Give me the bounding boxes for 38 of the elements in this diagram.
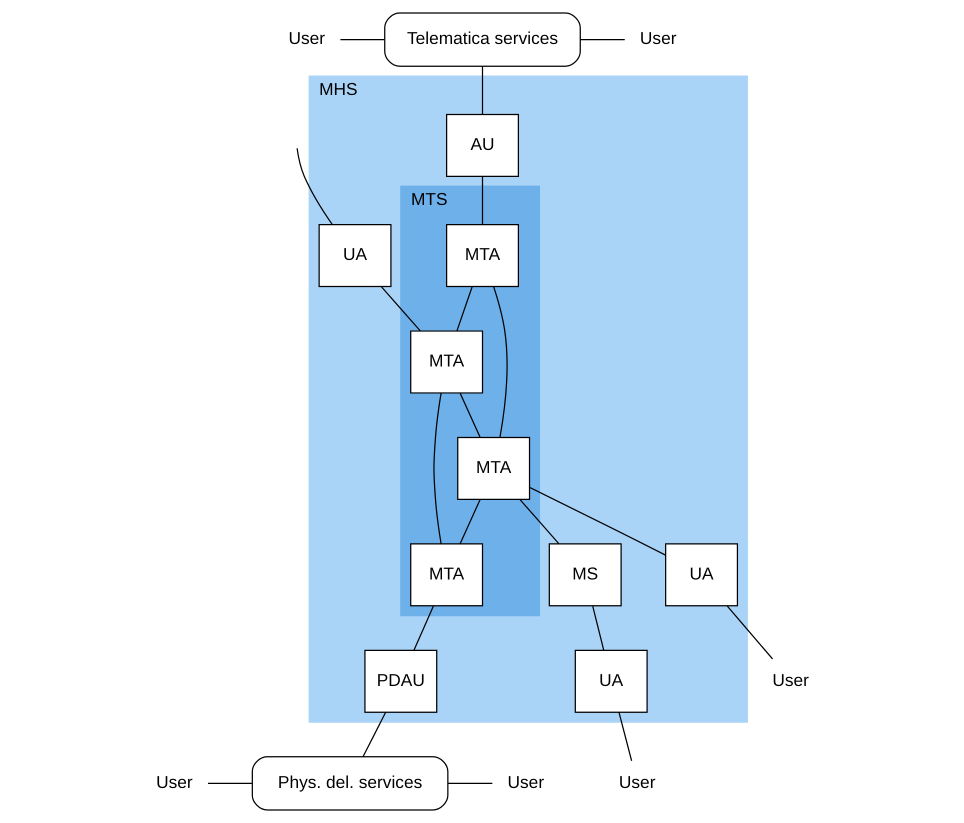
connector xyxy=(380,286,420,332)
node-text: User xyxy=(618,772,655,792)
node-text: User xyxy=(639,28,676,48)
node-text: User xyxy=(772,670,808,690)
connector xyxy=(481,176,483,225)
connector xyxy=(432,393,442,544)
node-text: User xyxy=(156,772,192,792)
connector xyxy=(208,782,252,784)
connector xyxy=(492,286,508,438)
connector xyxy=(340,39,384,40)
node-box: MS xyxy=(548,543,622,606)
connector xyxy=(726,606,773,660)
connector xyxy=(447,782,492,784)
node-box: Phys. del. services xyxy=(251,756,448,811)
node-box: UA xyxy=(318,224,392,288)
node-box: AU xyxy=(446,114,518,177)
connector xyxy=(529,486,666,556)
connector xyxy=(592,606,604,650)
connector xyxy=(580,39,624,40)
connector xyxy=(618,712,632,761)
node-box: MTA xyxy=(410,330,483,394)
node-box: MTA xyxy=(410,543,483,606)
node-box: UA xyxy=(574,650,648,713)
connector xyxy=(459,393,480,438)
node-box: Telematica services xyxy=(384,12,580,67)
node-text: User xyxy=(507,772,544,792)
connector xyxy=(296,148,332,225)
node-box: UA xyxy=(664,543,738,606)
connector xyxy=(456,286,472,331)
node-box: MTA xyxy=(456,436,530,500)
node-text: User xyxy=(288,28,325,48)
connector xyxy=(412,606,434,650)
connector xyxy=(459,499,480,544)
node-box: MTA xyxy=(446,224,518,288)
node-box: PDAU xyxy=(364,650,437,713)
connector xyxy=(481,66,483,114)
connector xyxy=(519,499,559,544)
connector xyxy=(362,712,386,757)
